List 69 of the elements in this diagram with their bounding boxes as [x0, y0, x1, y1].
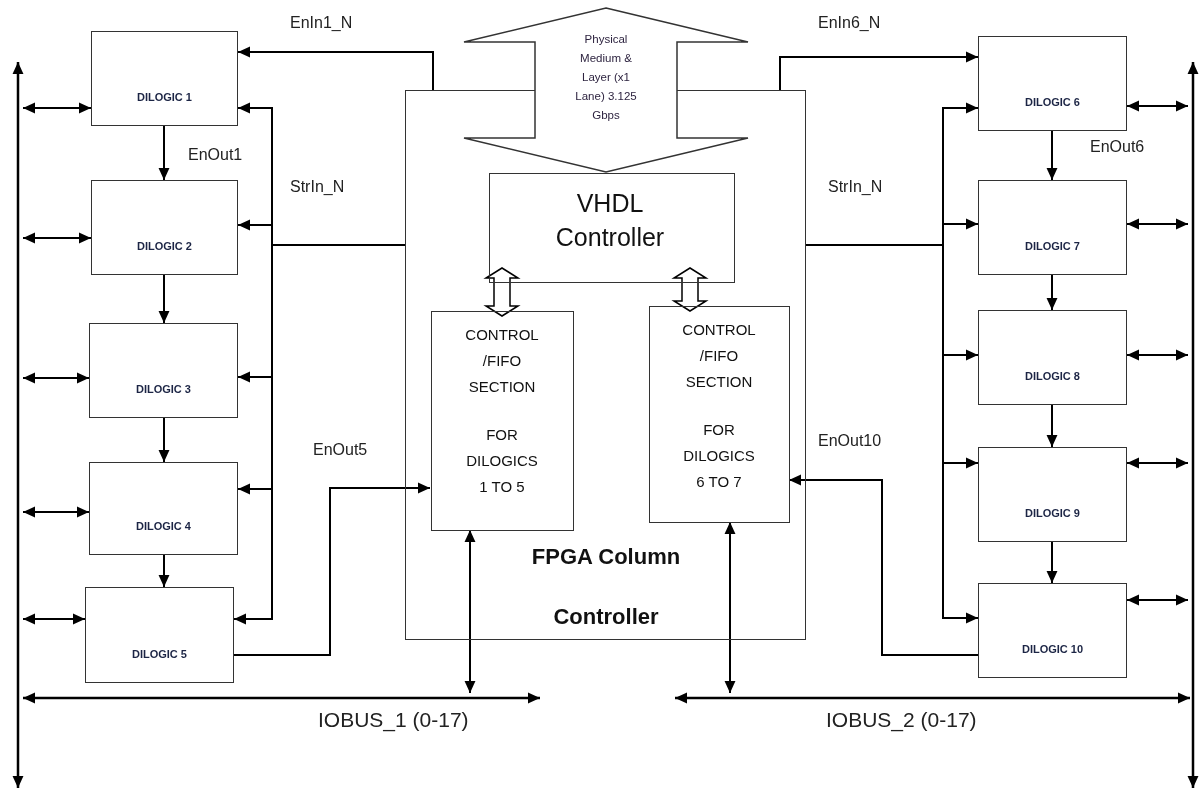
- block-label: DILOGIC 3: [135, 383, 192, 395]
- block-text: FOR DILOGICS 6 TO 7: [682, 420, 756, 492]
- double-arrow: [1126, 218, 1189, 230]
- block-text: FOR DILOGICS 1 TO 5: [465, 425, 539, 497]
- double-arrow: [22, 102, 92, 114]
- arrow: [788, 474, 979, 656]
- block-label: DILOGIC 5: [131, 648, 188, 660]
- bus-line: [23, 693, 540, 703]
- fifo-section-block: [431, 311, 574, 531]
- edge-label: StrIn_N: [290, 178, 345, 196]
- arrow: [233, 482, 431, 656]
- double-arrow: [22, 506, 90, 518]
- dilogic-block: [91, 31, 238, 126]
- arrow: [779, 51, 979, 91]
- dilogic-block: [978, 180, 1127, 275]
- bus-label: IOBUS_2 (0-17): [826, 708, 977, 732]
- double-arrow: [1126, 457, 1189, 469]
- hollow-double-arrow: [483, 267, 521, 317]
- block-title: FPGA Column Controller: [530, 543, 682, 631]
- double-arrow: [1126, 594, 1189, 606]
- arrow: [233, 244, 406, 625]
- block-label: DILOGIC 9: [1024, 507, 1081, 519]
- arrow: [237, 46, 434, 91]
- arrow: [1046, 274, 1058, 311]
- hollow-double-arrow: [671, 267, 709, 312]
- dilogic-block: [89, 323, 238, 418]
- double-arrow: [1126, 100, 1189, 112]
- arrow: [1046, 541, 1058, 584]
- bus-line: [675, 693, 1190, 703]
- dilogic-block: [89, 462, 238, 555]
- controller-block: [489, 173, 735, 283]
- dilogic-block: [978, 36, 1127, 131]
- block-title: CONTROL /FIFO SECTION: [681, 320, 757, 392]
- dilogic-block: [978, 447, 1127, 542]
- bus-line: [13, 62, 23, 788]
- block-label: DILOGIC 10: [1020, 643, 1085, 655]
- arrow: [158, 125, 170, 181]
- fpga-block: [405, 90, 806, 640]
- double-arrow: [464, 529, 476, 694]
- dilogic-block: [978, 583, 1127, 678]
- block-label: DILOGIC 7: [1024, 240, 1081, 252]
- block-label: DILOGIC 8: [1024, 370, 1081, 382]
- block-label: DILOGIC 4: [135, 520, 192, 532]
- arrow: [1046, 130, 1058, 181]
- arrow: [805, 244, 979, 624]
- block-label: DILOGIC 2: [136, 240, 193, 252]
- edge-label: StrIn_N: [828, 178, 883, 196]
- double-arrow: [22, 232, 92, 244]
- arrow: [1046, 404, 1058, 448]
- bus-label: IOBUS_1 (0-17): [318, 708, 469, 732]
- block-title: CONTROL /FIFO SECTION: [464, 325, 540, 397]
- double-arrow: [724, 521, 736, 694]
- edge-label: EnIn1_N: [290, 14, 353, 32]
- fifo-section-block: [649, 306, 790, 523]
- dilogic-block: [978, 310, 1127, 405]
- arrow: [158, 417, 170, 463]
- bus-line: [1188, 62, 1198, 788]
- dilogic-block: [91, 180, 238, 275]
- double-arrow: [22, 372, 90, 384]
- arrow: [158, 274, 170, 324]
- block-label: DILOGIC 6: [1024, 96, 1081, 108]
- block-label: DILOGIC 1: [136, 91, 193, 103]
- edge-label: EnIn6_N: [818, 14, 881, 32]
- dilogic-block: [85, 587, 234, 683]
- block-arrow-label: Physical Medium & Layer (x1 Lane) 3.125 Gbps: [574, 32, 638, 123]
- block-title: VHDL Controller: [554, 188, 666, 253]
- arrow: [158, 554, 170, 588]
- double-arrow: [1126, 349, 1189, 361]
- double-arrow: [22, 613, 86, 625]
